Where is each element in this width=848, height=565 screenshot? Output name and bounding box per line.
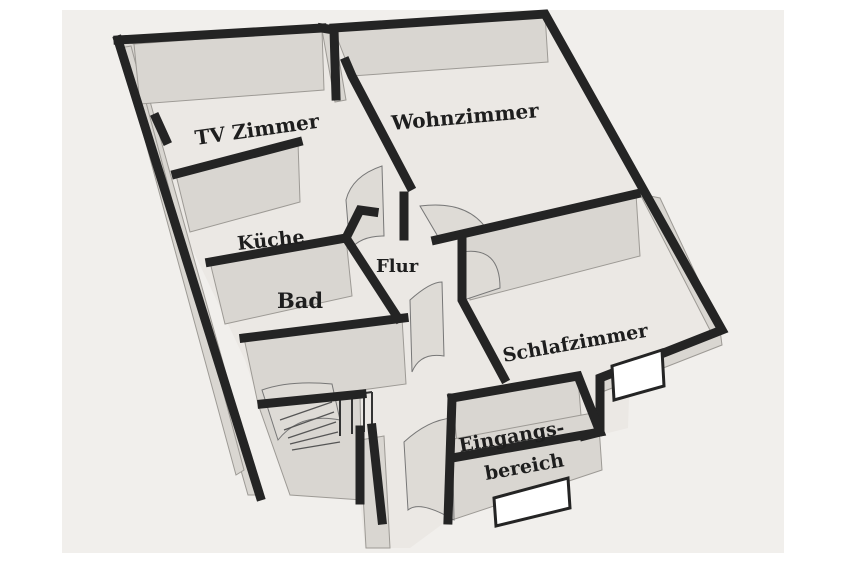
room-label-bad: Bad bbox=[277, 288, 323, 313]
room-label-flur: Flur bbox=[376, 256, 419, 277]
stair-steps bbox=[279, 401, 341, 451]
wall-tops bbox=[112, 9, 729, 525]
windows bbox=[492, 347, 666, 528]
